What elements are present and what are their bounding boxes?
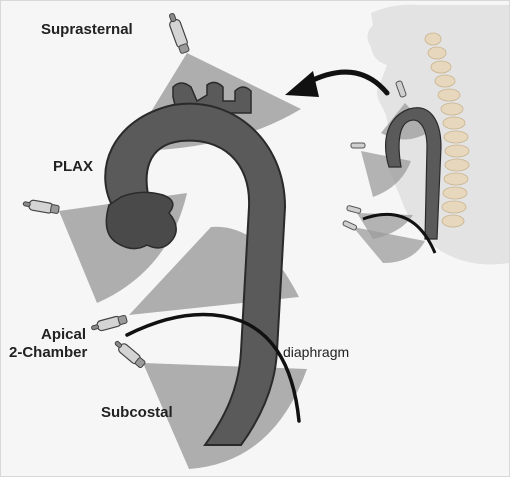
inset-probe-suprasternal-icon <box>395 80 407 98</box>
inset-beam-subcostal <box>353 227 425 263</box>
label-suprasternal: Suprasternal <box>41 21 133 38</box>
curved-arrow <box>304 69 390 96</box>
probe-subcostal-icon <box>114 340 146 369</box>
label-subcostal: Subcostal <box>101 404 173 421</box>
aorta <box>104 81 287 446</box>
probe-suprasternal-icon <box>169 13 190 54</box>
probe-apical-icon <box>91 314 128 332</box>
probe-plax-icon <box>22 199 60 214</box>
inset-probe-apical-icon <box>346 205 362 214</box>
diaphragm-line <box>125 312 301 423</box>
inset-probe-subcostal-icon <box>342 220 358 231</box>
inset-aorta <box>385 107 442 240</box>
inset-diaphragm <box>362 213 437 254</box>
inset-body <box>342 4 509 265</box>
label-diaphragm: diaphragm <box>283 344 349 360</box>
arrow-head-icon <box>285 71 319 97</box>
label-apical: Apical <box>41 326 86 343</box>
label-2-chamber: 2-Chamber <box>9 344 88 361</box>
label-plax: PLAX <box>53 158 93 175</box>
aorta-body <box>104 102 287 446</box>
inset-probe-plax-icon <box>350 142 366 149</box>
spine-icon <box>424 32 470 228</box>
aortic-root <box>105 191 177 250</box>
